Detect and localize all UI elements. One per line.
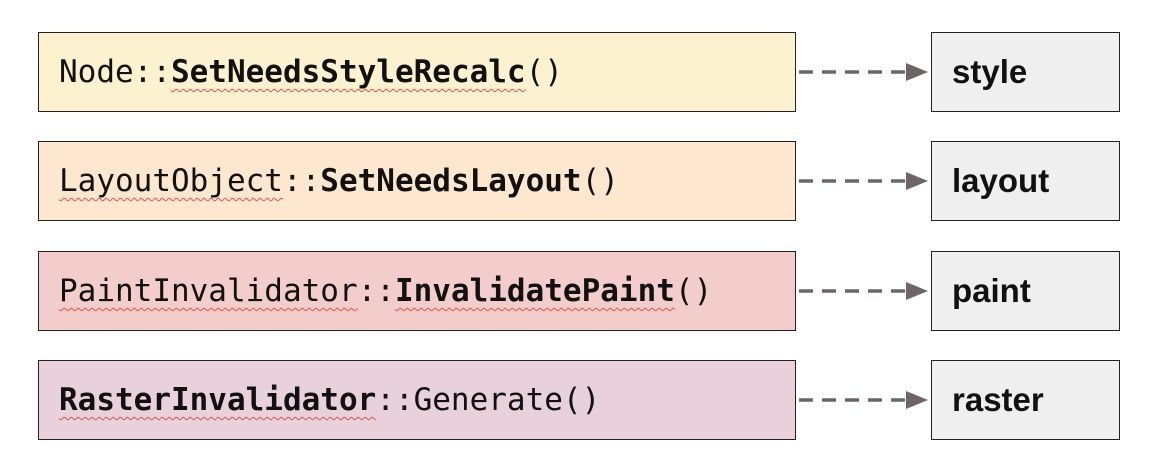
call-parens: () bbox=[581, 163, 619, 199]
function-box-layout: LayoutObject::SetNeedsLayout() bbox=[38, 141, 796, 221]
class-name: LayoutObject bbox=[59, 163, 283, 199]
class-name: RasterInvalidator bbox=[59, 382, 377, 418]
arrow-head bbox=[906, 63, 928, 81]
stage-label: raster bbox=[952, 381, 1044, 418]
stage-box-paint: paint bbox=[931, 251, 1120, 331]
stage-label: layout bbox=[952, 162, 1050, 199]
row-raster: RasterInvalidator::Generate() raster bbox=[38, 360, 1120, 440]
dashed-arrow-icon bbox=[799, 391, 928, 409]
class-name: Node bbox=[59, 54, 134, 90]
function-box-raster: RasterInvalidator::Generate() bbox=[38, 360, 796, 440]
call-parens: () bbox=[562, 382, 601, 418]
call-parens: () bbox=[525, 54, 563, 90]
row-paint: PaintInvalidator::InvalidatePaint() pain… bbox=[38, 251, 1120, 331]
stage-label: style bbox=[952, 53, 1028, 90]
function-box-paint: PaintInvalidator::InvalidatePaint() bbox=[38, 251, 796, 331]
function-box-style: Node::SetNeedsStyleRecalc() bbox=[38, 32, 796, 112]
stage-box-layout: layout bbox=[931, 141, 1120, 221]
scope-operator: :: bbox=[376, 382, 414, 418]
arrow-head bbox=[906, 391, 928, 409]
row-style: Node::SetNeedsStyleRecalc() style bbox=[38, 32, 1120, 112]
arrow-head bbox=[906, 282, 928, 300]
stage-box-raster: raster bbox=[931, 360, 1120, 440]
dashed-arrow-icon bbox=[799, 172, 928, 190]
scope-operator: :: bbox=[133, 54, 171, 90]
stage-box-style: style bbox=[931, 32, 1120, 112]
dashed-arrow-icon bbox=[799, 282, 928, 300]
row-layout: LayoutObject::SetNeedsLayout() layout bbox=[38, 141, 1120, 221]
method-name: SetNeedsLayout bbox=[320, 163, 582, 199]
stage-label: paint bbox=[952, 272, 1031, 309]
scope-operator: :: bbox=[357, 273, 395, 309]
arrow-head bbox=[906, 172, 928, 190]
method-name: SetNeedsStyleRecalc bbox=[170, 54, 526, 90]
method-name: InvalidatePaint bbox=[394, 273, 675, 309]
method-name: Generate bbox=[413, 382, 563, 418]
call-parens: () bbox=[674, 273, 713, 309]
scope-operator: :: bbox=[282, 163, 321, 199]
class-name: PaintInvalidator bbox=[59, 273, 358, 309]
dashed-arrow-icon bbox=[799, 63, 928, 81]
